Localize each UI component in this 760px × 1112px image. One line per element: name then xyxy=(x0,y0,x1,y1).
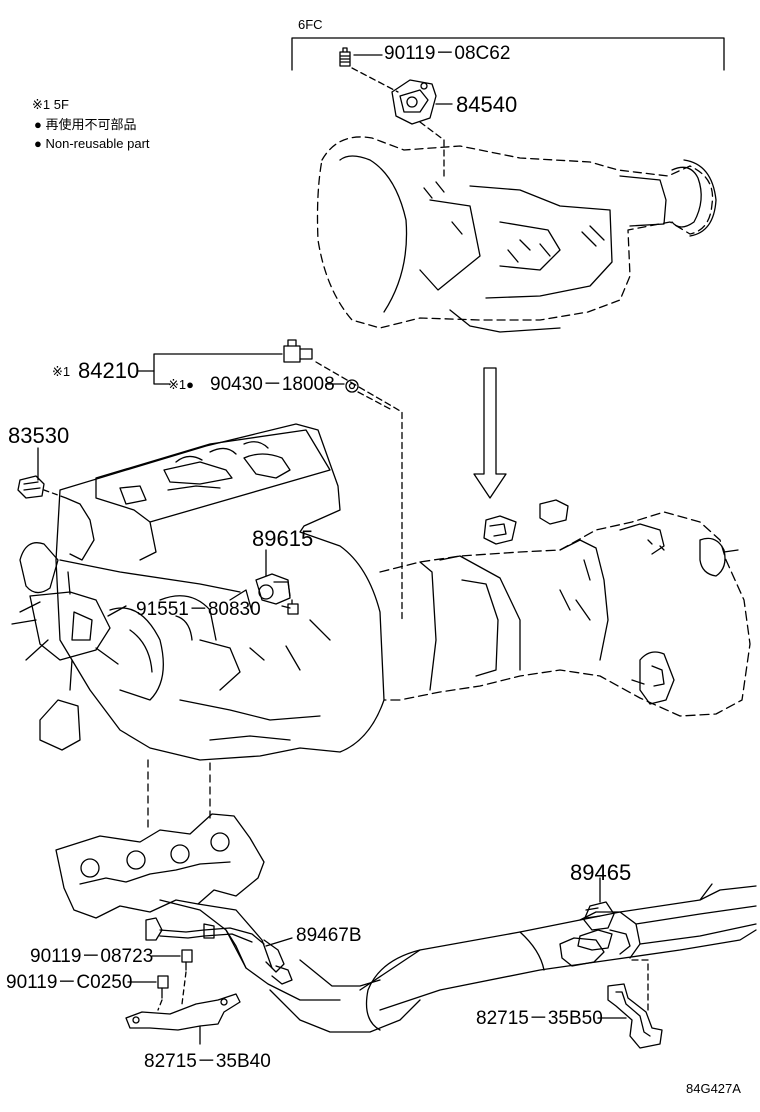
part-84210[interactable]: 84210 xyxy=(78,358,140,383)
oxygen-sensor-89465-icon xyxy=(577,901,631,955)
bracket-82715-35b50-icon xyxy=(607,983,663,1049)
legend-nonreusable-en-text: Non-reusable part xyxy=(45,136,150,151)
bracket-82715-35b40-icon xyxy=(125,993,241,1031)
part-89615[interactable]: 89615 xyxy=(252,526,314,551)
part-90119-08723[interactable]: 90119－08723 xyxy=(30,946,154,967)
part-84540[interactable]: 84540 xyxy=(456,92,518,117)
gasket-90430-icon xyxy=(345,379,359,393)
bullet-icon: ● xyxy=(34,117,42,132)
assembly-arrow-icon xyxy=(473,367,507,499)
part-89467b[interactable]: 89467B xyxy=(296,925,362,946)
part-90119-08c62[interactable]: 90119－08C62 xyxy=(384,43,511,64)
transmission-transfer-icon xyxy=(379,499,751,717)
part-83530[interactable]: 83530 xyxy=(8,423,70,448)
part-82715-35b40[interactable]: 82715－35B40 xyxy=(144,1051,271,1072)
bolt-90119-08723-icon xyxy=(181,949,193,971)
part-84210-mark: ※1 xyxy=(52,364,71,379)
bolt-91551-80830-icon xyxy=(287,599,299,615)
part-90430-mark: ※1● xyxy=(168,377,194,392)
group-bracket xyxy=(291,37,725,71)
legend-nonreusable-ja: ● 再使用不可部品 xyxy=(34,118,137,131)
legend-mark: ※1 5F xyxy=(32,97,69,112)
part-91551-80830[interactable]: 91551－80830 xyxy=(136,599,261,620)
part-90430-18008[interactable]: 90430－18008 xyxy=(210,374,335,395)
part-89465[interactable]: 89465 xyxy=(570,860,632,885)
exhaust-manifold-icon xyxy=(55,813,341,1001)
bolt-90119-08c62-icon xyxy=(339,47,351,67)
legend-nonreusable-en: ● Non-reusable part xyxy=(34,137,150,150)
switch-84210-icon xyxy=(283,339,313,363)
bolt-90119-c0250-icon xyxy=(157,975,169,999)
diagram-code: 84G427A xyxy=(686,1081,741,1096)
oxygen-sensor-89467b-icon xyxy=(145,917,293,985)
sensor-84540-icon xyxy=(391,79,453,125)
exhaust-pipe-icon xyxy=(269,883,757,1033)
sensor-83530-icon xyxy=(17,475,45,499)
group-label-6fc: 6FC xyxy=(298,17,323,32)
part-90119-c0250[interactable]: 90119－C0250 xyxy=(6,972,133,993)
bullet-icon: ● xyxy=(34,136,42,151)
legend-nonreusable-ja-text: 再使用不可部品 xyxy=(45,117,137,132)
sensor-89615-icon xyxy=(255,573,291,605)
transmission-icon xyxy=(316,136,717,333)
engine-icon xyxy=(11,423,385,761)
part-82715-35b50[interactable]: 82715－35B50 xyxy=(476,1008,603,1029)
